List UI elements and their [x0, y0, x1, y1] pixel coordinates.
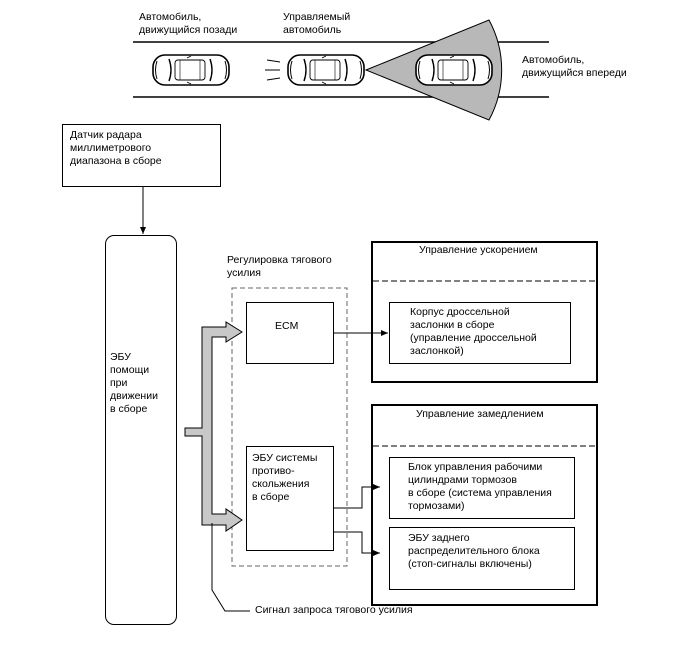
signal-callout-line	[211, 523, 250, 612]
rear-vehicle-label: Автомобиль, движущийся позади	[139, 11, 238, 36]
skid-control-ecu-label: ЭБУ системы противо- скольжения в сборе	[252, 452, 318, 503]
skid-to-brake-arrow	[334, 484, 380, 509]
throttle-body-label: Корпус дроссельной заслонки в сборе (упр…	[410, 306, 537, 357]
front-vehicle-icon	[415, 54, 493, 86]
drive-force-request-arrow	[184, 321, 243, 532]
skid-control-ecu-box: ЭБУ системы противо- скольжения в сборе	[246, 446, 334, 551]
acceleration-control-title: Управление ускорением	[419, 244, 538, 256]
ecm-box: ECM	[246, 302, 334, 364]
controlled-vehicle-icon	[287, 54, 365, 86]
rear-vehicle-icon	[152, 54, 230, 86]
rear-junction-ecu-box: ЭБУ заднего распределительного блока (ст…	[389, 527, 575, 590]
deceleration-control-title: Управление замедлением	[416, 408, 544, 420]
deceleration-control-box	[371, 404, 598, 606]
skid-to-junction-arrow	[334, 531, 380, 556]
radar-sensor-box: Датчик радара миллиметрового диапазона в…	[62, 124, 221, 187]
rear-junction-ecu-label: ЭБУ заднего распределительного блока (ст…	[408, 532, 540, 570]
acceleration-control-box	[371, 241, 598, 383]
brake-actuator-box: Блок управления рабочими цилиндрами торм…	[389, 457, 575, 519]
controlled-vehicle-label: Управляемый автомобиль	[283, 11, 351, 36]
radar-sensor-label: Датчик радара миллиметрового диапазона в…	[70, 129, 162, 167]
drive-force-request-label: Сигнал запроса тягового усилия	[255, 604, 413, 616]
ecm-label: ECM	[275, 320, 299, 332]
driving-support-ecu-box: ЭБУ помощи при движении в сборе	[105, 235, 177, 625]
drive-force-control-title: Регулировка тягового усилия	[227, 254, 332, 279]
throttle-body-box: Корпус дроссельной заслонки в сборе (упр…	[389, 302, 571, 364]
motion-lines	[265, 59, 281, 81]
driving-support-ecu-label: ЭБУ помощи при движении в сборе	[110, 351, 158, 415]
front-vehicle-label: Автомобиль, движущийся впереди	[522, 54, 627, 79]
drive-force-control-group	[231, 287, 348, 567]
brake-actuator-label: Блок управления рабочими цилиндрами торм…	[408, 461, 552, 512]
